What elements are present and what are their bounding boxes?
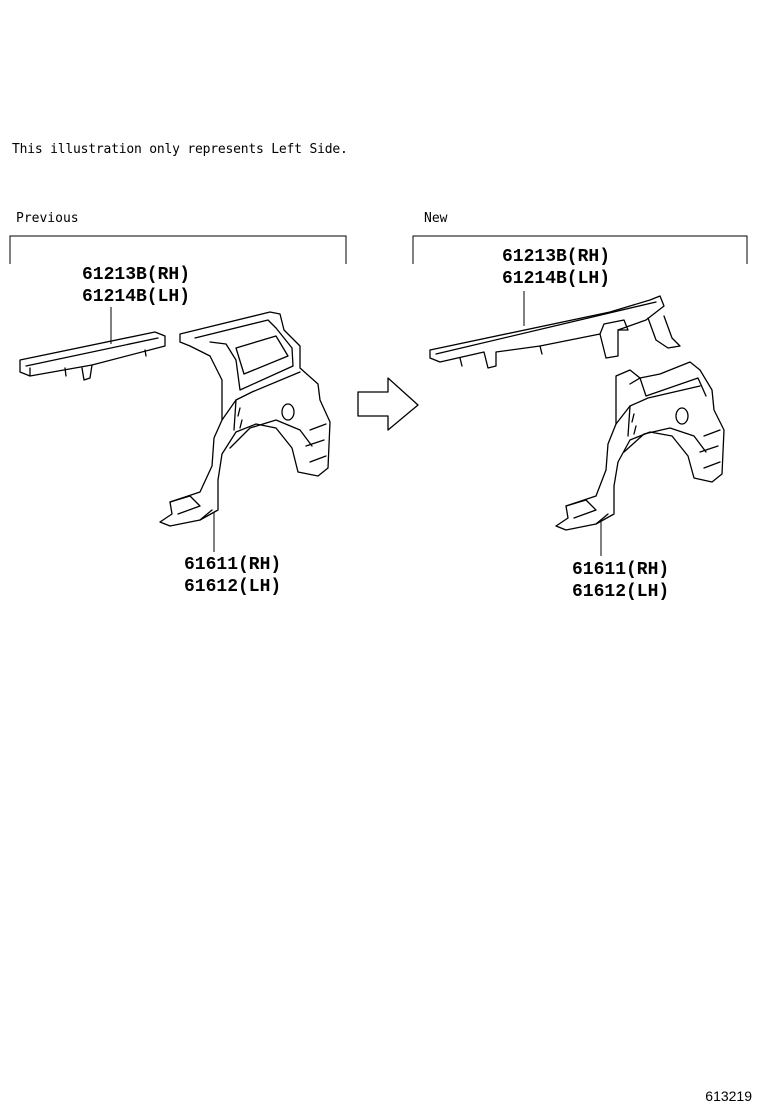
new-upper-part-lh: 61214B(LH) [502,269,611,289]
figure-id: 613219 [705,1088,752,1104]
new-roof-rail [429,291,681,369]
new-lower-part-rh: 61611(RH) [572,560,670,580]
previous-upper-part-lh: 61214B(LH) [82,287,191,307]
new-lower-part-label: 61611(RH) 61612(LH) [572,559,669,603]
previous-bracket [9,235,347,264]
new-lower-part-lh: 61612(LH) [572,582,670,602]
new-quarter-panel [555,361,725,556]
illustration-note: This illustration only represents Left S… [12,142,348,157]
previous-lower-part-lh: 61612(LH) [184,577,282,597]
new-upper-part-rh: 61213B(RH) [502,247,611,267]
previous-label: Previous [16,211,79,226]
right-arrow-icon [357,377,419,431]
previous-lower-part-rh: 61611(RH) [184,555,282,575]
previous-roof-rail [19,307,166,381]
previous-upper-part-rh: 61213B(RH) [82,265,191,285]
new-bracket [412,235,748,264]
previous-quarter-panel [159,311,331,552]
previous-lower-part-label: 61611(RH) 61612(LH) [184,554,281,598]
new-label: New [424,211,448,226]
previous-upper-part-label: 61213B(RH) 61214B(LH) [82,264,190,308]
new-upper-part-label: 61213B(RH) 61214B(LH) [502,246,610,290]
